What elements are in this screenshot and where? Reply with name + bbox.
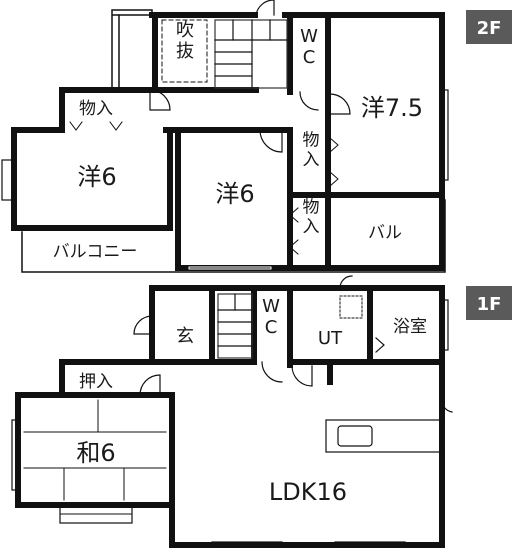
door-swing-room-center [259, 129, 283, 153]
label-utility: UT [318, 328, 343, 349]
window-1f-ldk-bottom-a [211, 541, 283, 548]
badge-2f-label: 2F [477, 18, 502, 39]
fukinuke-outline [161, 19, 208, 83]
badge-2f: 2F [466, 10, 512, 44]
door-swing-entrance [133, 315, 153, 335]
label-storage-low: 物入 [303, 198, 320, 238]
label-entrance: 玄 [176, 326, 194, 347]
wall-1f-top [149, 285, 445, 548]
kitchen-counter [325, 419, 443, 453]
door-swing-stair [255, 0, 275, 16]
door-bath [375, 337, 385, 353]
window-2f-left [1, 159, 15, 201]
window-2f-right [441, 89, 449, 181]
floor-1f [11, 275, 453, 548]
label-balcony-long: バルコニー [53, 242, 138, 262]
outline-balcony-long [21, 199, 446, 273]
door-swing-wc [299, 91, 319, 111]
label-balcony-small: バル [368, 223, 402, 243]
door-swing-japanese [139, 374, 161, 396]
label-western-75: 洋7.5 [361, 94, 423, 122]
label-fukinuke: 吹抜 [176, 20, 194, 62]
label-japanese-6: 和6 [76, 439, 115, 467]
label-western-6-center: 洋6 [215, 180, 254, 208]
door-swing-wc-1f [261, 361, 283, 383]
window-1f-ldk-bottom-b [334, 541, 406, 548]
storage-door-marks [69, 121, 339, 255]
stairs-2f [214, 19, 288, 89]
wall-2f-left-top [11, 87, 153, 133]
door-swing-room-75 [329, 93, 351, 115]
label-storage-top: 物入 [79, 99, 113, 119]
kitchen-sink [337, 425, 373, 447]
door-swing-ldk-right [441, 399, 453, 413]
stairs-1f [217, 293, 253, 359]
outline-2f-upper-left [111, 9, 153, 91]
label-ldk: LDK16 [269, 478, 347, 506]
floor-2f [1, 0, 449, 273]
label-bathroom: 浴室 [393, 317, 427, 337]
label-closet: 押入 [79, 372, 113, 392]
badge-1f: 1F [466, 286, 512, 320]
window-1f-right [441, 299, 449, 351]
label-western-6-left: 洋6 [77, 163, 116, 191]
washer-space [339, 295, 363, 319]
wall-2f-right-low [325, 195, 445, 271]
door-swing-ldk [291, 365, 313, 387]
window-1f-left [11, 419, 19, 491]
label-storage-mid: 物入 [303, 131, 320, 171]
badge-1f-label: 1F [477, 294, 502, 315]
door-swing-ut [339, 275, 353, 289]
tatami-lines [23, 399, 167, 501]
door-swing-hall [149, 89, 171, 111]
